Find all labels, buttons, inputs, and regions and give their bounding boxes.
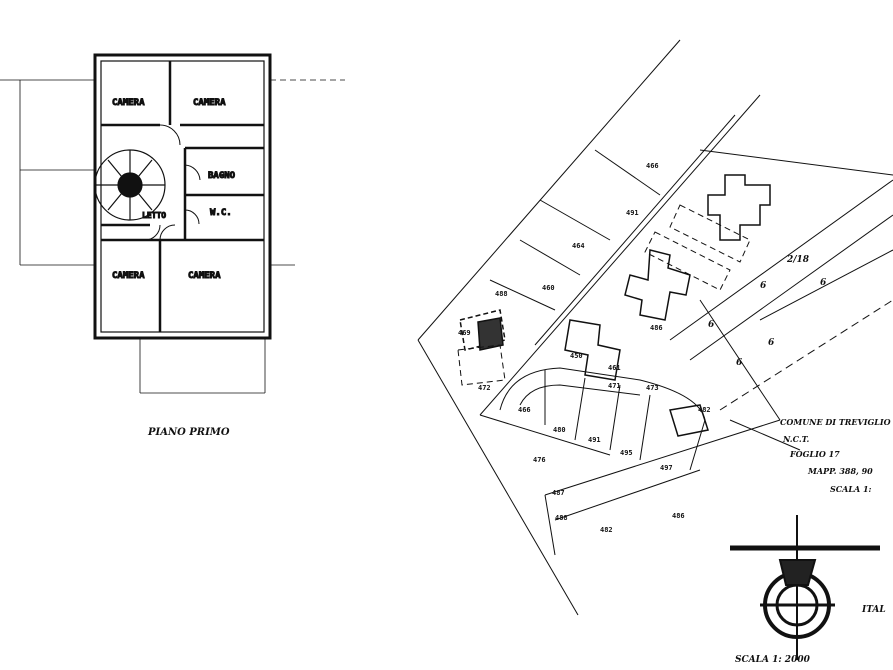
parcel-label: 466 [518, 406, 531, 414]
room-label-wc: W.C. [210, 208, 232, 218]
room-label-camera-top-right: CAMERA [193, 98, 226, 108]
title-block: COMUNE DI TREVIGLIO N.C.T. FOGLIO 17 MAP… [780, 417, 891, 494]
parcel-label: 469 [458, 329, 471, 337]
interior-walls [101, 61, 264, 332]
parcel-label: 482 [600, 526, 613, 534]
site-plan-scale: SCALA 1: 2000 [735, 655, 811, 665]
room-label-camera-bottom-right: CAMERA [188, 271, 221, 281]
projected-buildings [457, 204, 751, 386]
parcel-label: 497 [660, 464, 673, 472]
title-mappale: MAPP. 388, 90 [807, 466, 873, 476]
site-boundaries [417, 39, 893, 616]
spiral-staircase [94, 149, 166, 221]
parcel-label: 471 [608, 382, 621, 390]
room-label-letto: LETTO [142, 211, 166, 220]
site-plan: 466 491 464 460 488 469 486 450 461 471 … [417, 39, 893, 665]
parcel-label: 486 [650, 324, 663, 332]
parcel-label: 482 [698, 406, 711, 414]
parcel-label: 450 [570, 352, 583, 360]
lot-divisions [544, 370, 651, 556]
road-number: 6 [760, 281, 767, 291]
title-foglio: FOGLIO 17 [789, 449, 840, 459]
road-number: 6 [708, 320, 715, 330]
road-number: 6 [768, 338, 775, 348]
floor-plan-caption: PIANO PRIMO [147, 427, 230, 438]
room-label-bagno: BAGNO [208, 171, 236, 181]
road-numbers: 2/18 6 6 6 6 6 [708, 255, 827, 368]
road-number: 6 [820, 278, 827, 288]
parcel-labels: 466 491 464 460 488 469 486 450 461 471 … [458, 162, 711, 534]
dimension-lines [0, 79, 345, 394]
parcel-label: 487 [552, 489, 565, 497]
title-scala: SCALA 1: [830, 484, 872, 494]
parcel-label: 488 [495, 290, 508, 298]
door-swings [144, 124, 201, 241]
parcel-label: 486 [672, 512, 685, 520]
parcel-label: 476 [533, 456, 546, 464]
building-footprints [459, 174, 771, 437]
floor-plan: CAMERA CAMERA BAGNO W.C. LETTO CAMERA CA… [0, 53, 345, 438]
parcel-label: 466 [646, 162, 659, 170]
parcel-label: 461 [608, 364, 621, 372]
parcel-label: 472 [478, 384, 491, 392]
parcel-label: 495 [620, 449, 633, 457]
parcel-label: 473 [646, 384, 659, 392]
parcel-label: 491 [626, 209, 639, 217]
outer-wall [93, 53, 272, 340]
title-nct: N.C.T. [782, 434, 810, 444]
north-arrow [730, 515, 880, 660]
parcel-label: 480 [553, 426, 566, 434]
parcel-label: 491 [588, 436, 601, 444]
parcel-label: 464 [572, 242, 585, 250]
parcel-label: 460 [542, 284, 555, 292]
room-label-camera-bottom-left: CAMERA [112, 271, 145, 281]
road-number: 6 [736, 358, 743, 368]
road-number: 2/18 [786, 255, 810, 265]
parcel-label: 488 [555, 514, 568, 522]
road-curve [499, 367, 706, 471]
room-label-camera-top-left: CAMERA [112, 98, 145, 108]
title-comune: COMUNE DI TREVIGLIO [780, 417, 891, 427]
north-label: ITAL [861, 605, 886, 615]
